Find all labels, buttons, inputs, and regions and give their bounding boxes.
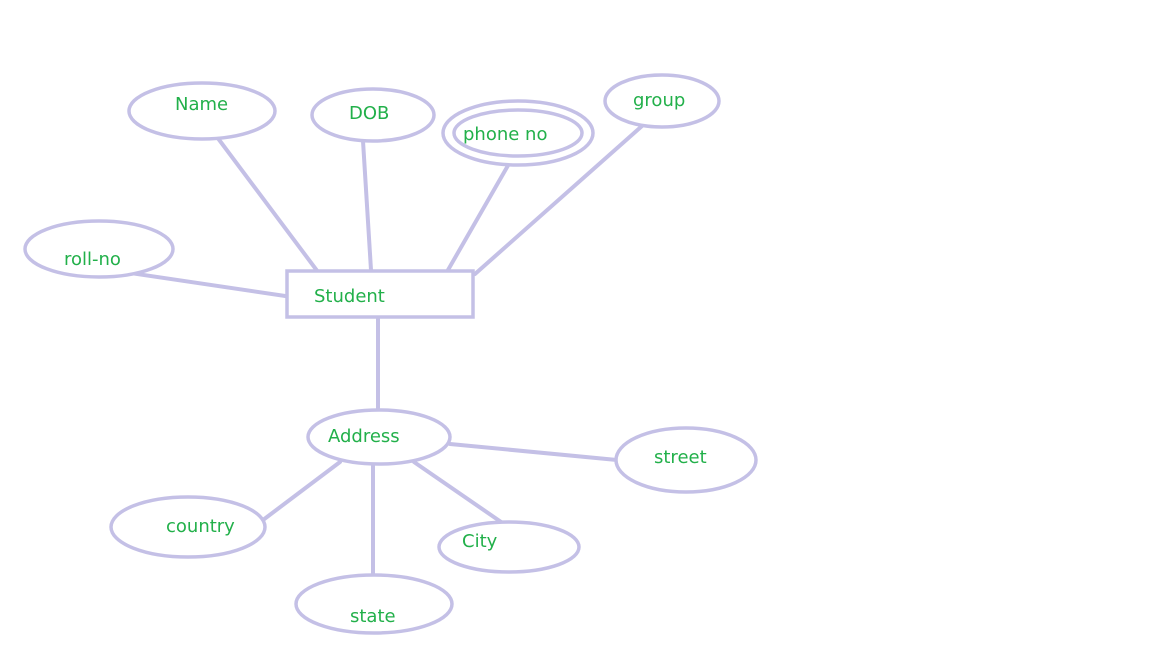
attribute-street-ellipse bbox=[614, 426, 758, 494]
edge-student-dob bbox=[361, 139, 373, 272]
attribute-roll-no: roll-no bbox=[23, 219, 175, 279]
attribute-group-ellipse bbox=[603, 73, 721, 129]
attribute-city-ellipse bbox=[437, 520, 581, 574]
attribute-state-ellipse bbox=[294, 573, 454, 635]
attribute-dob-ellipse bbox=[310, 87, 436, 143]
attribute-city: City bbox=[437, 520, 581, 574]
student-label: Student bbox=[314, 286, 385, 307]
attribute-phone-label: phone no bbox=[463, 124, 547, 145]
edge-student-group bbox=[473, 124, 644, 276]
attribute-phone-multivalued: phone no bbox=[441, 99, 595, 167]
attribute-roll-no-ellipse bbox=[23, 219, 175, 279]
attribute-name: Name bbox=[127, 81, 277, 141]
attribute-street-label: street bbox=[654, 447, 707, 468]
edge-address-city bbox=[412, 460, 506, 526]
attribute-state-label: state bbox=[350, 606, 396, 627]
attribute-name-ellipse bbox=[127, 81, 277, 141]
attribute-country-label: country bbox=[166, 516, 235, 537]
attribute-name-label: Name bbox=[175, 94, 228, 115]
attribute-address-label: Address bbox=[328, 426, 400, 447]
edge-address-street bbox=[448, 442, 619, 462]
attribute-country-ellipse bbox=[109, 495, 267, 559]
attribute-state: state bbox=[294, 573, 454, 635]
attribute-group-label: group bbox=[633, 90, 685, 111]
edge-student-phone bbox=[446, 160, 512, 272]
edge-address-country bbox=[261, 460, 342, 522]
attribute-dob: DOB bbox=[310, 87, 436, 143]
edge-student-roll bbox=[115, 269, 294, 299]
attribute-city-label: City bbox=[462, 531, 498, 552]
student-entity: Student bbox=[285, 269, 475, 319]
attribute-street: street bbox=[614, 426, 758, 494]
attribute-address: Address bbox=[306, 408, 452, 466]
attribute-group: group bbox=[603, 73, 721, 129]
attribute-address-ellipse bbox=[306, 408, 452, 466]
attribute-country: country bbox=[109, 495, 267, 559]
attribute-roll-no-label: roll-no bbox=[64, 249, 121, 270]
edge-student-name bbox=[215, 135, 320, 274]
attribute-phone-inner-ellipse bbox=[452, 108, 584, 158]
student-entity-box bbox=[285, 269, 475, 319]
attribute-dob-label: DOB bbox=[349, 103, 389, 124]
